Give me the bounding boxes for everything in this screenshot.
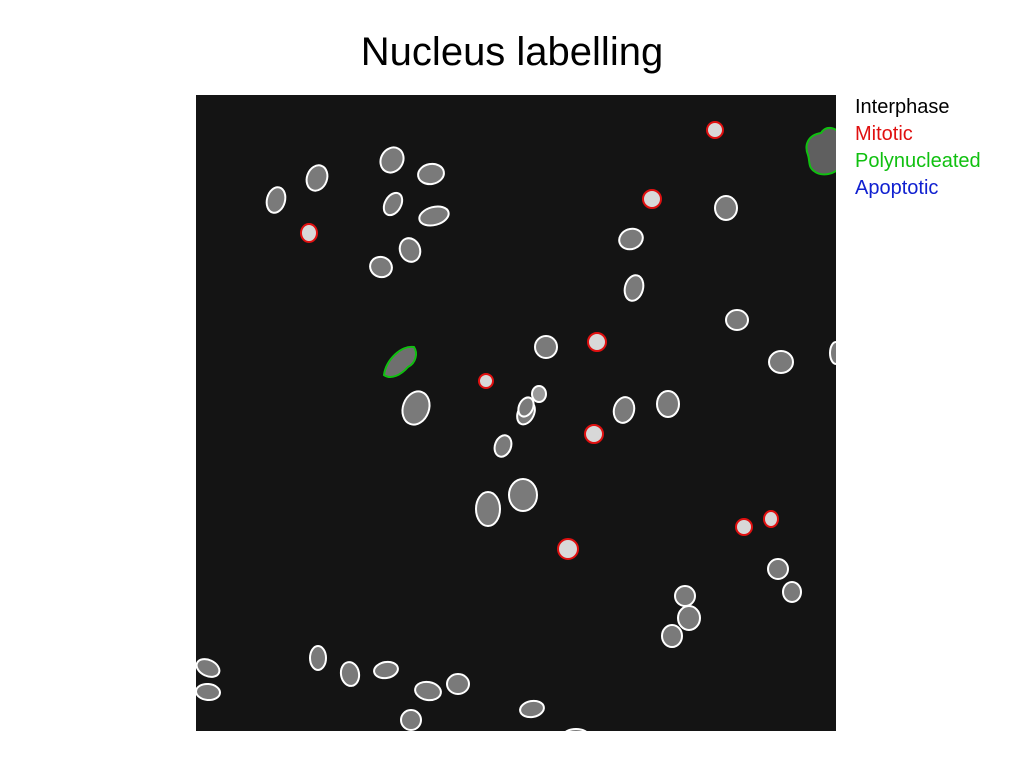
interphase-nucleus xyxy=(782,581,802,603)
interphase-nucleus xyxy=(661,624,683,648)
interphase-nucleus xyxy=(379,146,405,174)
polynucleated-nucleus xyxy=(805,127,836,176)
legend-apoptotic: Apoptotic xyxy=(855,177,939,199)
interphase-nucleus xyxy=(674,585,696,607)
microscopy-image xyxy=(196,95,836,731)
mitotic-nucleus xyxy=(706,121,724,139)
interphase-nucleus xyxy=(618,227,644,251)
interphase-nucleus xyxy=(414,680,442,702)
legend-polynucleated: Polynucleated xyxy=(855,150,981,172)
interphase-nucleus xyxy=(196,682,221,702)
page-title: Nucleus labelling xyxy=(360,30,664,74)
interphase-nucleus xyxy=(767,558,789,580)
interphase-nucleus xyxy=(519,699,545,719)
interphase-nucleus xyxy=(309,645,327,671)
interphase-nucleus xyxy=(565,728,587,731)
interphase-nucleus xyxy=(305,164,329,192)
interphase-nucleus xyxy=(401,390,431,426)
interphase-nucleus xyxy=(714,195,738,221)
interphase-nucleus xyxy=(534,335,558,359)
interphase-nucleus xyxy=(725,309,749,331)
interphase-nucleus xyxy=(612,396,636,424)
interphase-nucleus xyxy=(418,205,450,227)
mitotic-nucleus xyxy=(557,538,579,560)
legend-interphase: Interphase xyxy=(855,96,950,118)
interphase-nucleus xyxy=(265,186,287,214)
interphase-nucleus xyxy=(196,658,221,678)
interphase-nucleus xyxy=(677,605,701,631)
legend-mitotic: Mitotic xyxy=(855,123,913,145)
interphase-nucleus xyxy=(417,162,445,186)
interphase-nucleus xyxy=(517,396,535,418)
mitotic-nucleus xyxy=(735,518,753,536)
mitotic-nucleus xyxy=(478,373,494,389)
interphase-nucleus xyxy=(493,434,513,458)
mitotic-nucleus xyxy=(300,223,318,243)
mitotic-nucleus xyxy=(584,424,604,444)
interphase-nuclei xyxy=(196,146,836,731)
interphase-nucleus xyxy=(475,491,501,527)
interphase-nucleus xyxy=(398,237,422,263)
interphase-nucleus xyxy=(339,661,361,687)
interphase-nucleus xyxy=(369,255,393,279)
mitotic-nucleus xyxy=(763,510,779,528)
interphase-nucleus xyxy=(382,191,404,217)
interphase-nucleus xyxy=(768,350,794,374)
interphase-nucleus xyxy=(623,274,645,302)
interphase-nucleus xyxy=(446,673,470,695)
interphase-nucleus xyxy=(373,660,399,680)
legend: Interphase Mitotic Polynucleated Apoptot… xyxy=(855,94,981,202)
mitotic-nucleus xyxy=(642,189,662,209)
mitotic-nucleus xyxy=(587,332,607,352)
nucleus-overlay xyxy=(196,121,836,731)
interphase-nucleus xyxy=(656,390,680,418)
interphase-nucleus xyxy=(508,478,538,512)
interphase-nucleus xyxy=(531,385,547,403)
interphase-nucleus xyxy=(829,341,836,365)
interphase-nucleus xyxy=(400,709,422,731)
mitotic-nuclei xyxy=(300,121,779,560)
polynucleated-nuclei xyxy=(382,127,836,378)
polynucleated-nucleus xyxy=(382,345,417,378)
